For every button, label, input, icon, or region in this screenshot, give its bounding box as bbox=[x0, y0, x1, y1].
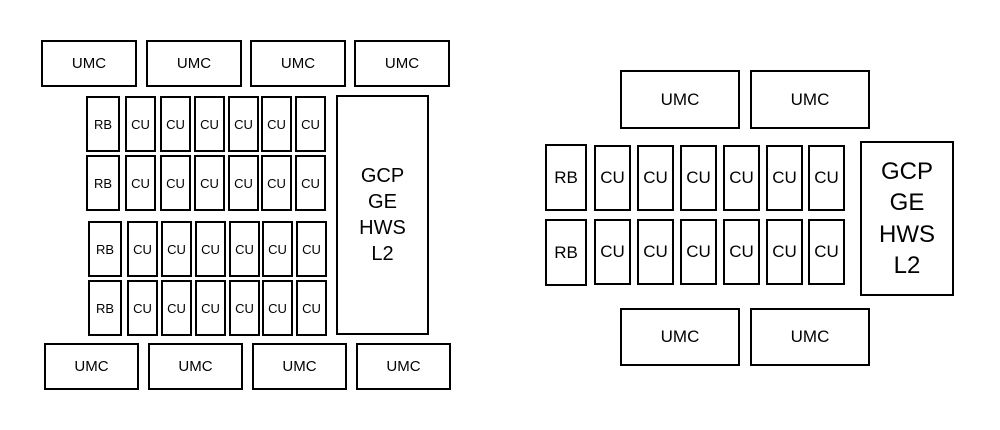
right-cu: CU bbox=[808, 219, 845, 285]
left-cu: CU bbox=[125, 155, 156, 211]
right-cu: CU bbox=[594, 145, 631, 211]
left-cu: CU bbox=[161, 221, 192, 277]
right-cu: CU bbox=[680, 219, 717, 285]
left-cu: CU bbox=[296, 221, 327, 277]
right-cu: CU bbox=[723, 219, 760, 285]
core-line-ge: GE bbox=[889, 189, 925, 217]
left-cu: CU bbox=[229, 280, 260, 336]
left-cu: CU bbox=[195, 280, 226, 336]
left-cu: CU bbox=[161, 280, 192, 336]
right-cu: CU bbox=[680, 145, 717, 211]
left-cu: CU bbox=[229, 221, 260, 277]
right-cu: CU bbox=[766, 145, 803, 211]
right-core-block: GCP GE HWS L2 bbox=[860, 141, 954, 296]
right-cu: CU bbox=[637, 219, 674, 285]
left-cu: CU bbox=[261, 155, 292, 211]
right-cu: CU bbox=[723, 145, 760, 211]
core-line-hws: HWS bbox=[359, 217, 406, 239]
right-umc-bottom-2: UMC bbox=[750, 308, 870, 366]
left-rb-4: RB bbox=[88, 280, 122, 336]
left-cu: CU bbox=[127, 280, 158, 336]
right-cu: CU bbox=[637, 145, 674, 211]
left-cu: CU bbox=[194, 155, 225, 211]
left-cu: CU bbox=[295, 96, 326, 152]
left-cu: CU bbox=[262, 280, 293, 336]
core-line-ge: GE bbox=[368, 191, 397, 213]
left-core-block: GCP GE HWS L2 bbox=[336, 95, 429, 335]
left-cu: CU bbox=[195, 221, 226, 277]
core-line-l2: L2 bbox=[371, 243, 394, 265]
core-line-hws: HWS bbox=[879, 220, 935, 248]
left-cu: CU bbox=[262, 221, 293, 277]
left-cu: CU bbox=[228, 96, 259, 152]
left-cu: CU bbox=[228, 155, 259, 211]
left-umc-top-1: UMC bbox=[41, 40, 137, 87]
left-cu: CU bbox=[261, 96, 292, 152]
left-umc-top-4: UMC bbox=[354, 40, 450, 87]
left-cu: CU bbox=[295, 155, 326, 211]
right-rb-2: RB bbox=[545, 219, 587, 286]
left-umc-bottom-1: UMC bbox=[44, 343, 139, 390]
core-line-gcp: GCP bbox=[360, 165, 405, 187]
left-cu: CU bbox=[296, 280, 327, 336]
right-cu: CU bbox=[594, 219, 631, 285]
left-cu: CU bbox=[160, 155, 191, 211]
core-line-l2: L2 bbox=[893, 251, 921, 279]
left-umc-top-2: UMC bbox=[146, 40, 242, 87]
right-rb-1: RB bbox=[545, 144, 587, 211]
left-rb-3: RB bbox=[88, 221, 122, 277]
left-cu: CU bbox=[127, 221, 158, 277]
left-rb-2: RB bbox=[86, 155, 120, 211]
right-cu: CU bbox=[766, 219, 803, 285]
left-umc-bottom-2: UMC bbox=[148, 343, 243, 390]
right-cu: CU bbox=[808, 145, 845, 211]
right-umc-top-1: UMC bbox=[620, 70, 740, 129]
left-rb-1: RB bbox=[86, 96, 120, 152]
left-umc-bottom-3: UMC bbox=[252, 343, 347, 390]
left-cu: CU bbox=[194, 96, 225, 152]
right-umc-bottom-1: UMC bbox=[620, 308, 740, 366]
left-cu: CU bbox=[125, 96, 156, 152]
core-line-gcp: GCP bbox=[880, 158, 933, 186]
right-umc-top-2: UMC bbox=[750, 70, 870, 129]
left-umc-bottom-4: UMC bbox=[356, 343, 451, 390]
left-cu: CU bbox=[160, 96, 191, 152]
left-umc-top-3: UMC bbox=[250, 40, 346, 87]
